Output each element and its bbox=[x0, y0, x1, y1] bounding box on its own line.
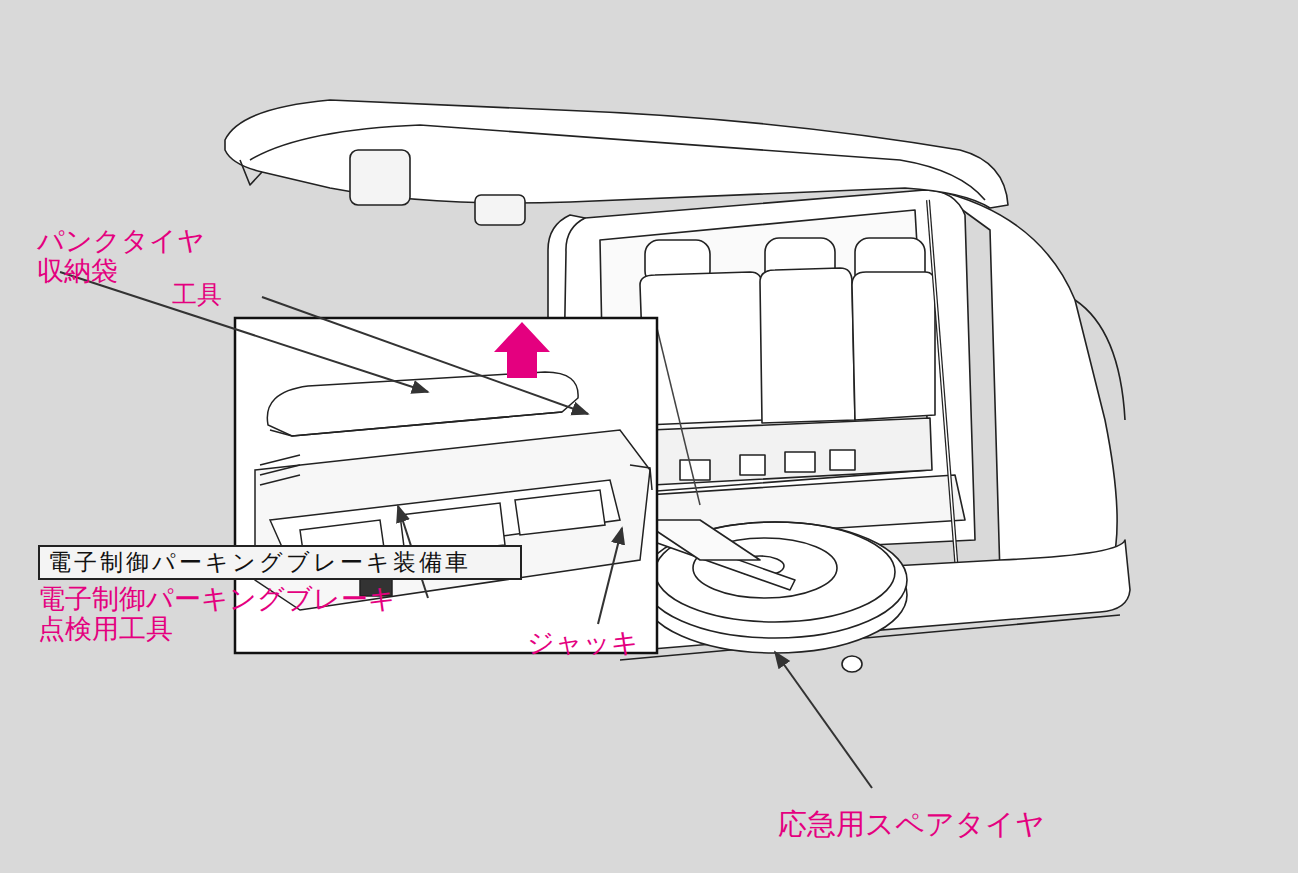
leader-line bbox=[775, 652, 872, 788]
part-label: 電子制御パーキングブレーキ 点検用工具 bbox=[38, 584, 418, 644]
gas-strut bbox=[928, 200, 958, 585]
tailgate bbox=[225, 100, 1008, 208]
gas-strut bbox=[928, 200, 958, 585]
under-floor-tray bbox=[255, 430, 650, 610]
part-label: 工具 bbox=[172, 281, 292, 309]
leader-line bbox=[60, 272, 428, 392]
seat-back bbox=[760, 268, 855, 423]
inset-detail bbox=[630, 465, 652, 490]
tray-slot bbox=[515, 490, 605, 535]
seat-latch bbox=[830, 450, 855, 470]
seat-latch bbox=[680, 460, 710, 480]
lid-edge bbox=[270, 412, 562, 436]
leader-line bbox=[262, 297, 588, 414]
leader-line bbox=[598, 528, 622, 624]
equipment-note-box: 電子制御パーキングブレーキ装備車 bbox=[38, 545, 522, 580]
tailgate-handle bbox=[475, 195, 525, 225]
part-label: ジャッキ bbox=[527, 628, 677, 658]
lift-arrow bbox=[494, 322, 550, 378]
floor-lid bbox=[267, 372, 578, 436]
tailgate-hinge bbox=[240, 160, 262, 185]
tailgate-light bbox=[350, 150, 410, 205]
seat-latch bbox=[785, 452, 815, 472]
part-label: パンクタイヤ 収納袋 bbox=[37, 226, 237, 286]
inset-pointer bbox=[655, 320, 700, 505]
exhaust-pipe bbox=[842, 656, 862, 672]
leader-lines bbox=[60, 272, 872, 788]
node-text: 電子制御パーキングブレーキ装備車 bbox=[48, 551, 471, 574]
floor-ribs bbox=[260, 455, 300, 485]
body-line bbox=[1075, 300, 1125, 420]
seat-back bbox=[852, 272, 935, 420]
seat-latch bbox=[740, 455, 765, 475]
seat-back bbox=[640, 272, 765, 425]
part-label: 応急用スペアタイヤ bbox=[778, 808, 1098, 840]
